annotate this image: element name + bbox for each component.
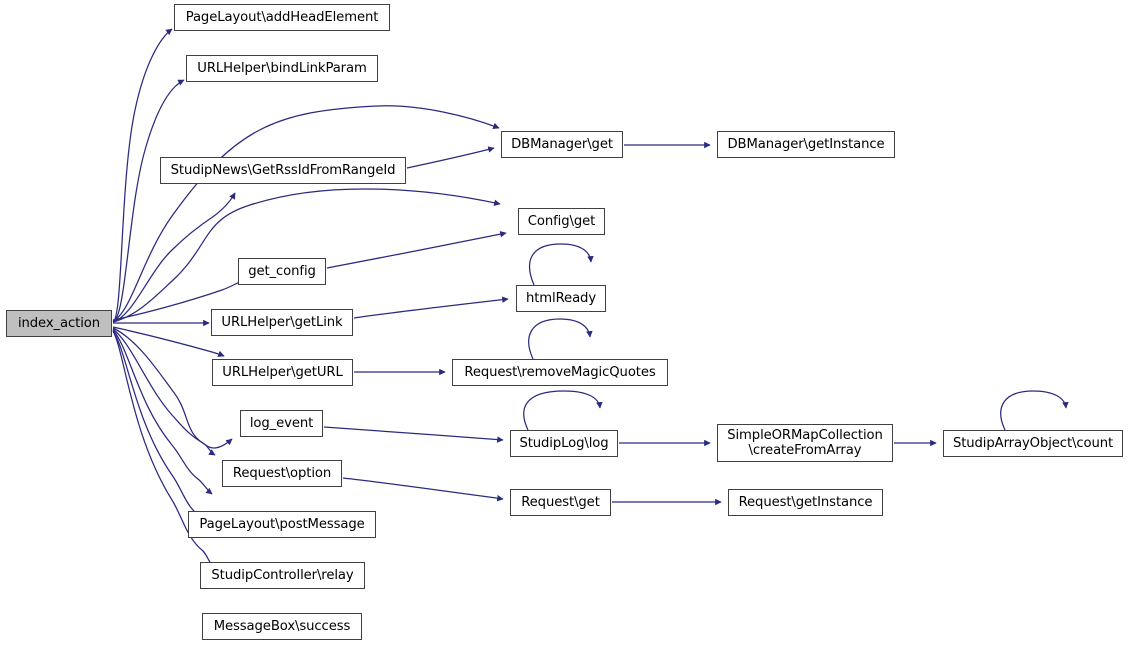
graph-node-dbmanager_get[interactable]: DBManager\get [501,131,623,158]
edge-request_option-to-request_get [342,477,504,502]
edge-index_action-to-log_event [112,327,233,449]
edge-index_action-to-getRssIdFromRangeId [112,192,236,323]
edge-getRssIdFromRangeId-to-dbmanager_get [406,146,495,169]
edge-index_action-to-addHeadElement [112,28,173,323]
graph-node-createFromArray[interactable]: SimpleORMapCollection \createFromArray [717,424,893,462]
graph-node-removeMagicQuotes[interactable]: Request\removeMagicQuotes [452,359,668,386]
edge-layer [112,28,1069,575]
edge-log_event-to-studiplog_log [323,426,504,443]
graph-node-index_action[interactable]: index_action [6,310,112,337]
edge-index_action-to-postMessage [112,329,213,495]
self-edge-studiplog_log [523,390,603,431]
graph-node-studiplog_log[interactable]: StudipLog\log [510,430,618,457]
edge-index_action-to-request_option [112,328,216,456]
edge-index_action-to-dbmanager_get [112,105,500,322]
graph-node-relay[interactable]: StudipController\relay [200,562,365,589]
graph-node-request_getInstance[interactable]: Request\getInstance [728,489,883,516]
graph-node-addHeadElement[interactable]: PageLayout\addHeadElement [174,4,390,31]
edge-index_action-to-getURL [112,326,225,357]
self-edge-removeMagicQuotes [528,318,593,360]
edge-index_action-to-get_config [112,278,246,321]
self-edge-studiparrayobject_count [1000,390,1069,431]
graph-node-getURL[interactable]: URLHelper\getURL [212,359,353,386]
graph-node-bindLinkParam[interactable]: URLHelper\bindLinkParam [186,55,378,82]
graph-node-dbmanager_getInstance[interactable]: DBManager\getInstance [717,131,895,158]
graph-node-getLink[interactable]: URLHelper\getLink [211,309,353,336]
graph-node-studiparrayobject_count[interactable]: StudipArrayObject\count [943,430,1123,457]
graph-node-log_event[interactable]: log_event [240,410,323,437]
edge-index_action-to-success [112,330,218,575]
self-edge-htmlReady [529,243,594,286]
edge-getLink-to-htmlReady [353,296,509,319]
graph-node-success[interactable]: MessageBox\success [202,613,362,640]
graph-node-htmlReady[interactable]: htmlReady [516,285,606,312]
graph-node-getRssIdFromRangeId[interactable]: StudipNews\GetRssIdFromRangeId [160,157,406,184]
graph-node-postMessage[interactable]: PageLayout\postMessage [188,511,376,538]
graph-node-get_config[interactable]: get_config [238,258,326,285]
graph-node-request_get[interactable]: Request\get [510,489,611,516]
graph-node-config_get[interactable]: Config\get [518,208,605,235]
graph-node-request_option[interactable]: Request\option [222,460,342,487]
edge-index_action-to-bindLinkParam [112,79,185,323]
edge-get_config-to-config_get [326,230,507,269]
edge-index_action-to-config_get [112,188,501,323]
